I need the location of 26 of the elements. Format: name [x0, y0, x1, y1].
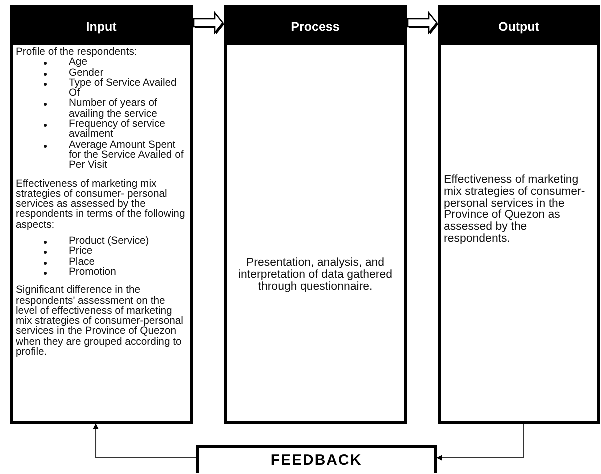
list-item: Promotion [69, 266, 116, 278]
list-item: Number of years of availing the service [69, 98, 158, 120]
block-arrow [407, 11, 438, 35]
list-item: Place [69, 256, 95, 268]
column-header: Input [13, 8, 190, 45]
list-item: Price [69, 246, 93, 258]
list-item: Product (Service) [69, 236, 150, 248]
stage-column [438, 5, 600, 424]
list-item: Age [69, 57, 88, 68]
list-item: Type of Service Availed Of [69, 78, 177, 100]
body-text: Presentation, analysis, and interpretation of data gathered through questionnaire. [237, 258, 394, 294]
body-text: Effectiveness of marketing mix strategies of consumer- personal services in the Province of Quezon as assessed by the respondents. [444, 175, 586, 246]
body-text: Profile of the respondents: [16, 48, 138, 58]
block-arrow [193, 11, 224, 35]
feedback-arrow [93, 424, 196, 458]
list-item: Gender [69, 68, 104, 79]
body-text: Significant difference in the respondents' assessment on the level of effectiveness of marketing mix strategies of consumer-personal services in the Province of Quezon when they are grouped according to profile. [16, 286, 184, 358]
body-text: Effectiveness of marketing mix strategies of consumer- personal services as assessed by the respondents in terms of the following aspects: [16, 180, 186, 232]
list-item: Average Amount Spent for the Service Availed of Per Visit [69, 140, 184, 172]
stage-column [224, 5, 407, 424]
feedback-box: FEEDBACK [196, 445, 437, 473]
list-item: Frequency of service availment [69, 119, 166, 140]
feedback-arrow [436, 424, 524, 461]
stage-column [10, 5, 193, 424]
column-header: Process [227, 8, 404, 45]
column-header: Output [441, 8, 597, 45]
